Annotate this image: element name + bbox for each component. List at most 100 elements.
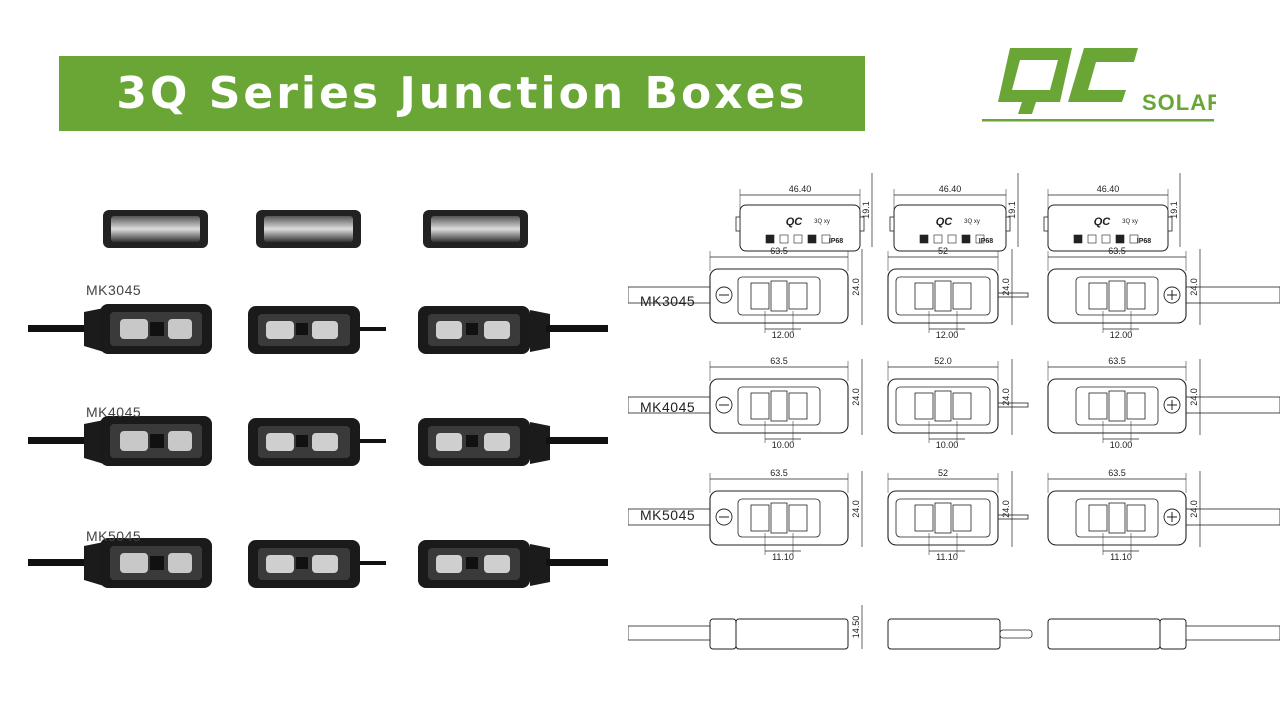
photo-cable bbox=[28, 559, 88, 566]
box-outline bbox=[887, 378, 999, 434]
cover-symbol bbox=[807, 234, 817, 244]
cover-width-dim: 46.40 bbox=[789, 184, 812, 194]
profile-body bbox=[1047, 618, 1161, 650]
cover-symbol bbox=[919, 234, 929, 244]
cover-tab bbox=[1167, 216, 1173, 232]
box-cavity bbox=[737, 498, 821, 538]
drawing-terminal bbox=[750, 392, 770, 420]
drawing-terminal bbox=[1126, 282, 1146, 310]
photo-diode bbox=[466, 435, 478, 447]
terminal-spacing-dim: 11.10 bbox=[772, 552, 794, 562]
box-width-dim: 52 bbox=[938, 246, 948, 256]
profile-body bbox=[887, 618, 1001, 650]
drawing-terminal bbox=[1126, 504, 1146, 532]
photo-terminal bbox=[266, 555, 294, 573]
photo-terminal bbox=[120, 553, 148, 573]
photo-terminal bbox=[168, 553, 192, 573]
photo-label-mk5045: MK5045 bbox=[86, 528, 142, 544]
photo-terminal bbox=[436, 321, 462, 339]
photo-lead bbox=[360, 439, 386, 443]
drawing-terminal bbox=[952, 392, 972, 420]
drawing-label-mk4045: MK4045 bbox=[640, 399, 696, 415]
cover-symbol bbox=[1115, 234, 1125, 244]
photo-strain-relief bbox=[84, 542, 104, 586]
cover-symbol bbox=[1073, 234, 1083, 244]
photo-cable bbox=[546, 559, 608, 566]
photo-diode bbox=[296, 435, 308, 447]
cover-marking: 3Q xy bbox=[964, 219, 980, 225]
cover-tab bbox=[1005, 216, 1011, 232]
photo-diode bbox=[466, 323, 478, 335]
cover-symbol bbox=[933, 234, 943, 244]
photo-label-mk3045: MK3045 bbox=[86, 282, 142, 298]
profile-height-dim: 14.50 bbox=[851, 616, 861, 639]
drawing-diode bbox=[770, 390, 788, 422]
cover-symbol bbox=[961, 234, 971, 244]
box-width-dim: 63.5 bbox=[770, 468, 788, 478]
cover-logo-text: QC bbox=[786, 216, 804, 228]
photo-terminal bbox=[436, 555, 462, 573]
photo-diode bbox=[466, 557, 478, 569]
photo-cable bbox=[28, 325, 88, 332]
cover-rating: IP68 bbox=[1137, 238, 1152, 245]
drawing-terminal bbox=[750, 504, 770, 532]
drawing-label-mk3045: MK3045 bbox=[640, 293, 696, 309]
cover-symbol bbox=[975, 234, 985, 244]
photo-strain-relief bbox=[530, 544, 550, 586]
drawing-terminal bbox=[914, 504, 934, 532]
photo-terminal bbox=[484, 555, 510, 573]
photo-lead bbox=[360, 561, 386, 565]
box-outline bbox=[1047, 378, 1187, 434]
photo-terminal bbox=[266, 433, 294, 451]
photo-terminal bbox=[312, 321, 338, 339]
box-width-dim: 63.5 bbox=[770, 246, 788, 256]
photo-terminal bbox=[120, 319, 148, 339]
cover-symbol bbox=[821, 234, 831, 244]
cover-symbol bbox=[793, 234, 803, 244]
drawing-terminal bbox=[1126, 392, 1146, 420]
box-height-dim: 24.0 bbox=[851, 388, 861, 406]
drawing-terminal bbox=[914, 392, 934, 420]
cover-height-dim: 19.1 bbox=[1169, 201, 1179, 219]
box-height-dim: 24.0 bbox=[1001, 278, 1011, 296]
box-outline bbox=[709, 268, 849, 324]
drawing-diode bbox=[1108, 390, 1126, 422]
photo-lid-face bbox=[111, 216, 200, 242]
box-outline bbox=[887, 490, 999, 546]
cover-rating: IP68 bbox=[829, 238, 844, 245]
terminal-spacing-dim: 10.00 bbox=[1110, 440, 1133, 450]
profile-relief bbox=[709, 618, 737, 650]
terminal-spacing-dim: 12.00 bbox=[1110, 330, 1133, 340]
drawing-diode bbox=[934, 390, 952, 422]
drawing-diode bbox=[934, 502, 952, 534]
box-cavity bbox=[737, 276, 821, 316]
cover-logo-text: QC bbox=[936, 216, 954, 228]
drawing-diode bbox=[934, 280, 952, 312]
drawing-label-mk5045: MK5045 bbox=[640, 507, 696, 523]
terminal-spacing-dim: 11.10 bbox=[1110, 552, 1132, 562]
box-outline bbox=[1047, 268, 1187, 324]
photo-terminal bbox=[312, 433, 338, 451]
logo-word: SOLAR bbox=[1142, 90, 1216, 115]
profile-cable bbox=[1185, 625, 1280, 641]
box-height-dim: 24.0 bbox=[1189, 388, 1199, 406]
photo-terminal bbox=[168, 319, 192, 339]
profile-body bbox=[735, 618, 849, 650]
drawing-diode bbox=[1108, 502, 1126, 534]
cover-symbol bbox=[1087, 234, 1097, 244]
drawing-terminal bbox=[1088, 282, 1108, 310]
photo-lid-face bbox=[264, 216, 353, 242]
drawing-terminal bbox=[952, 504, 972, 532]
box-cavity bbox=[1075, 498, 1159, 538]
cover-symbol bbox=[1101, 234, 1111, 244]
photo-lead bbox=[360, 327, 386, 331]
profile-cable bbox=[628, 625, 711, 641]
cover-logo-text: QC bbox=[1094, 216, 1112, 228]
cover-tab bbox=[889, 216, 895, 232]
drawing-diode bbox=[770, 502, 788, 534]
title-banner: 3Q Series Junction Boxes bbox=[59, 56, 865, 131]
box-width-dim: 63.5 bbox=[1108, 356, 1126, 366]
photo-strain-relief bbox=[84, 420, 104, 464]
photo-terminal bbox=[168, 431, 192, 451]
